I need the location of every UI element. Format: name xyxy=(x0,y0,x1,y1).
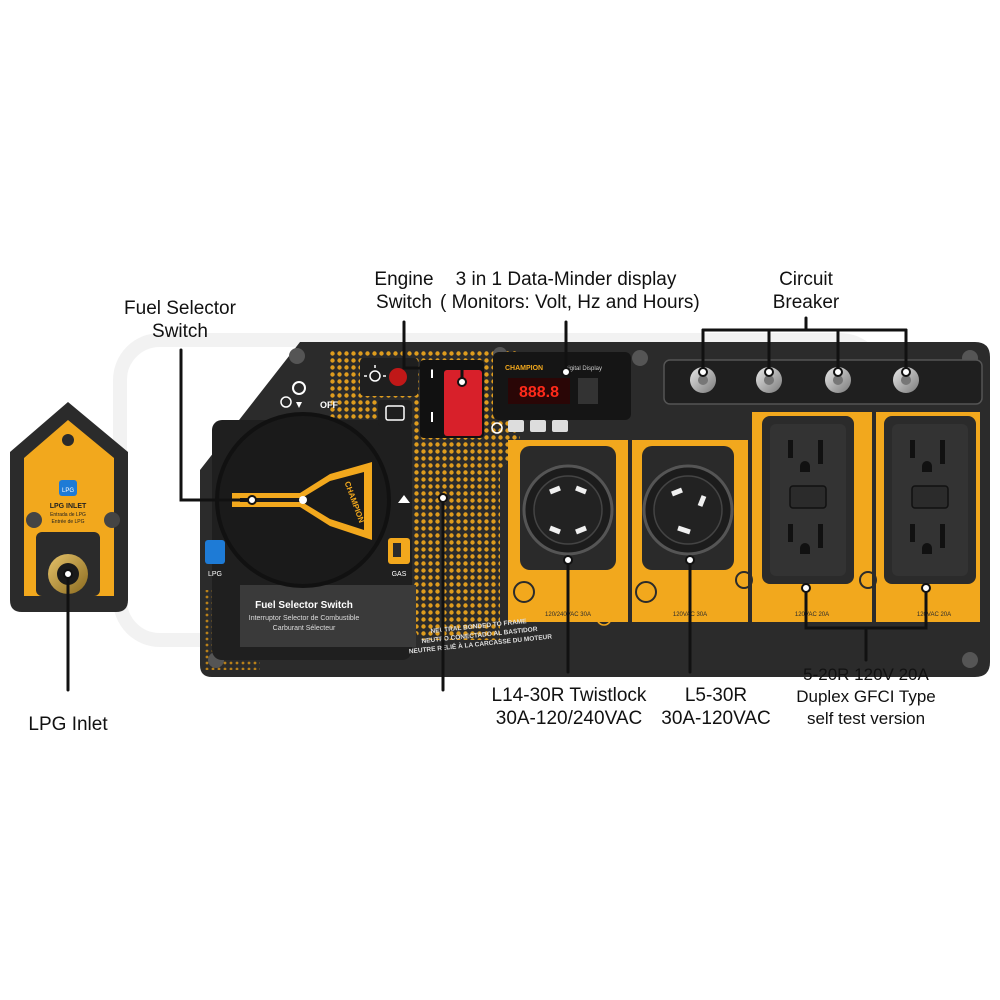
reset-icon xyxy=(385,405,405,421)
lpg-drop-icon xyxy=(59,480,77,496)
hz-button[interactable] xyxy=(530,420,546,432)
outlet-diagram-icon xyxy=(735,571,753,589)
callout-data-minder-line1: 3 in 1 Data-Minder display xyxy=(455,269,677,290)
outlet-diagram-icon xyxy=(635,581,657,603)
settings-gear-icon xyxy=(491,422,503,434)
callout-gfci-line1: 5-20R 120V 20A xyxy=(803,665,929,684)
callout-engine-switch-line2: Switch xyxy=(376,292,432,313)
gfci-outlet-1[interactable]: 120VAC 20A xyxy=(735,412,872,622)
l5-30r-outlet[interactable]: 120VAC 30A xyxy=(596,440,748,626)
gas-fuel-icon: GAS xyxy=(388,538,410,578)
volt-button[interactable] xyxy=(508,420,524,432)
main-control-panel: Fuel Selector Switch Interruptor Selecto… xyxy=(200,342,990,677)
fuel-switch-title: Fuel Selector Switch xyxy=(255,600,353,611)
leader-endpoints xyxy=(63,367,931,593)
lpg-inlet-french: Entrée de LPG xyxy=(51,519,84,525)
callout-engine-switch: Engine Switch xyxy=(360,268,448,314)
panel-screw xyxy=(289,348,305,364)
gfci2-rating-text: 120VAC 20A xyxy=(917,612,951,618)
off-position-icon xyxy=(292,381,306,395)
lpg-inlet-module: LPG LPG INLET Entrada de LPG Entrée de L… xyxy=(10,402,128,612)
ground-symbol-icon xyxy=(596,610,612,626)
callout-l14-outlet: L14-30R Twistlock 30A-120/240VAC xyxy=(490,684,648,730)
circuit-breaker-strip xyxy=(663,359,983,405)
leader-fuel-selector xyxy=(179,348,254,502)
lpg-inlet-badge-text: LPG xyxy=(62,488,74,494)
display-screen xyxy=(508,378,570,404)
callout-data-minder-line2: ( Monitors: Volt, Hz and Hours) xyxy=(440,292,700,313)
display-brand: CHAMPION xyxy=(505,365,543,372)
gfci-test-button[interactable] xyxy=(789,485,827,509)
lpg-inlet-bolt xyxy=(62,434,74,446)
gfci-test-button[interactable] xyxy=(911,485,949,509)
gas-position-label: GAS xyxy=(392,571,407,578)
display-readout: 888.8 xyxy=(519,384,559,401)
lpg-fuel-icon: LPG xyxy=(205,540,225,578)
off-arrow-icon xyxy=(296,402,302,408)
callout-lpg-inlet-line1: LPG Inlet xyxy=(28,714,108,735)
callout-fuel-selector-line2: Switch xyxy=(152,321,208,342)
lpg-position-label: LPG xyxy=(208,571,222,578)
lpg-inlet-title: LPG INLET xyxy=(50,503,87,510)
fuel-selector-switch[interactable]: Fuel Selector Switch Interruptor Selecto… xyxy=(205,381,416,660)
lpg-inlet-bolt xyxy=(26,512,42,528)
no-symbol-icon xyxy=(280,396,292,408)
engine-switch-rocker[interactable] xyxy=(444,370,482,436)
callout-l5-line1: L5-30R xyxy=(684,685,748,706)
callout-l14-line2: 30A-120/240VAC xyxy=(495,708,643,729)
panel-screw xyxy=(962,652,978,668)
leader-engine-switch xyxy=(402,320,464,384)
callout-circuit-breaker-line2: Breaker xyxy=(772,292,840,313)
callout-gfci-line2: Duplex GFCI Type xyxy=(796,687,936,706)
callout-engine-switch-line1: Engine xyxy=(374,269,434,290)
callout-fuel-selector: Fuel Selector Switch xyxy=(120,297,240,343)
fuel-switch-french: Carburant Sélecteur xyxy=(273,625,336,632)
callout-l5-line2: 30A-120VAC xyxy=(661,708,771,729)
knob-position-arrow-icon xyxy=(398,495,410,503)
outlet-diagram-icon xyxy=(513,581,535,603)
callout-gfci-line3: self test version xyxy=(806,709,926,728)
callout-circuit-breaker: Circuit Breaker xyxy=(756,268,856,314)
callout-fuel-selector-line1: Fuel Selector xyxy=(124,298,236,319)
display-mode-indicator xyxy=(578,378,598,404)
lpg-inlet-spanish: Entrada de LPG xyxy=(50,512,86,518)
callout-gfci-outlet: 5-20R 120V 20A Duplex GFCI Type self tes… xyxy=(786,664,946,730)
callout-circuit-breaker-line1: Circuit xyxy=(779,269,833,290)
hours-button[interactable] xyxy=(552,420,568,432)
off-label: OFF xyxy=(320,400,338,410)
outlet-diagram-icon xyxy=(859,571,877,589)
fuel-switch-spanish: Interruptor Selector de Combustible xyxy=(249,615,360,622)
callout-data-minder: 3 in 1 Data-Minder display ( Monitors: V… xyxy=(440,268,700,314)
indicator-light xyxy=(389,368,407,386)
leader-lines xyxy=(66,316,928,692)
display-subtitle: Digital Display xyxy=(564,366,602,372)
gfci1-rating-text: 120VAC 20A xyxy=(795,612,829,618)
callout-l5-outlet: L5-30R 30A-120VAC xyxy=(650,684,782,730)
engine-switch[interactable] xyxy=(420,360,484,438)
callout-l14-line1: L14-30R Twistlock xyxy=(491,685,647,706)
data-minder-display: CHAMPION Digital Display 888.8 xyxy=(491,352,631,434)
panel-screw xyxy=(632,350,648,366)
callout-lpg-inlet: LPG Inlet xyxy=(18,713,118,736)
gfci-outlet-2[interactable]: 120VAC 20A xyxy=(859,412,980,622)
light-bulb-icon xyxy=(364,365,386,382)
lpg-inlet-bolt xyxy=(104,512,120,528)
